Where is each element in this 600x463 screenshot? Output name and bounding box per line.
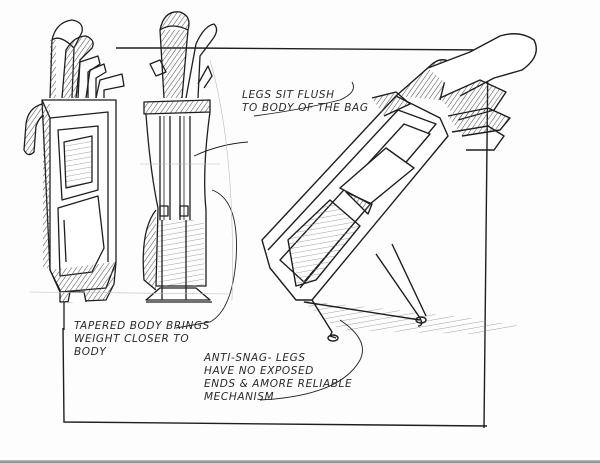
tapered-leader — [175, 189, 237, 329]
note-line: ENDS & AMORE RELIABLE — [204, 378, 353, 390]
paper-bottom-edge — [0, 460, 600, 463]
note-tapered-body: TAPERED BODY BRINGS WEIGHT CLOSER TO BOD… — [74, 320, 210, 359]
note-legs-flush: LEGS SIT FLUSH TO BODY OF THE BAG — [242, 89, 369, 115]
note-line: ANTI-SNAG- LEGS — [204, 352, 306, 364]
note-line: WEIGHT CLOSER TO — [74, 333, 190, 345]
note-line: BODY — [74, 346, 107, 358]
note-line: TO BODY OF THE BAG — [242, 102, 369, 114]
side-view-bag — [142, 11, 249, 303]
perspective-bag — [253, 33, 537, 401]
note-anti-snag: ANTI-SNAG- LEGS HAVE NO EXPOSED ENDS & A… — [204, 352, 352, 404]
note-line: HAVE NO EXPOSED — [204, 365, 314, 377]
note-line: TAPERED BODY BRINGS — [74, 320, 210, 332]
note-line: MECHANISM — [204, 391, 275, 403]
front-view-bag — [23, 19, 125, 330]
note-line: LEGS SIT FLUSH — [242, 89, 335, 101]
